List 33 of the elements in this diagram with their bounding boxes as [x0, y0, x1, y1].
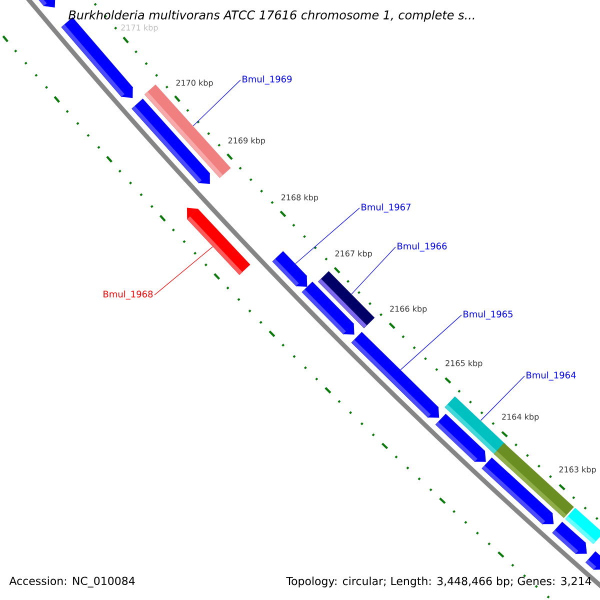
- leader-line: [351, 246, 396, 294]
- gene-feature: [186, 208, 250, 275]
- leader-line: [400, 314, 462, 370]
- scale-label: 2168 kbp: [281, 194, 318, 202]
- title: Burkholderia multivorans ATCC 17616 chromosome 1, complete s...: [68, 10, 474, 22]
- gene-feature: [482, 457, 554, 524]
- leader-line: [154, 246, 213, 296]
- footer-text: Topology: circular; Length: 3,448,466 bp; Genes: 3,214: [286, 576, 592, 588]
- scale-label: 2171 kbp: [121, 24, 158, 32]
- gene-feature: [435, 414, 486, 462]
- leader-line: [295, 208, 360, 264]
- scale-label: 2164 kbp: [502, 414, 539, 422]
- scale-label: 2170 kbp: [176, 80, 213, 88]
- gene-feature: [351, 332, 440, 418]
- scale-label: 2167 kbp: [335, 250, 372, 258]
- gene-label: Bmul_1966: [398, 242, 447, 252]
- scale-label: 2163 kbp: [559, 466, 596, 474]
- scale-label: 2169 kbp: [228, 137, 266, 146]
- gene-label: Bmul_1965: [464, 310, 512, 320]
- leader-line: [192, 80, 241, 126]
- gene-feature: [272, 251, 308, 287]
- gene-feature: [36, 0, 56, 8]
- gene-feature: [586, 551, 600, 570]
- gene-label: Bmul_1964: [526, 372, 576, 380]
- footer-text: Accession: NC_010084: [9, 576, 135, 588]
- gene-label: Bmul_1969: [242, 76, 292, 84]
- gene-feature: [302, 282, 354, 335]
- gene-label: Bmul_1968: [104, 290, 153, 300]
- scale-label: 2166 kbp: [390, 306, 427, 314]
- gene-feature: [552, 522, 587, 554]
- leader-line: [480, 376, 525, 421]
- gene-label: Bmul_1967: [362, 204, 410, 212]
- gene-feature: [132, 98, 210, 184]
